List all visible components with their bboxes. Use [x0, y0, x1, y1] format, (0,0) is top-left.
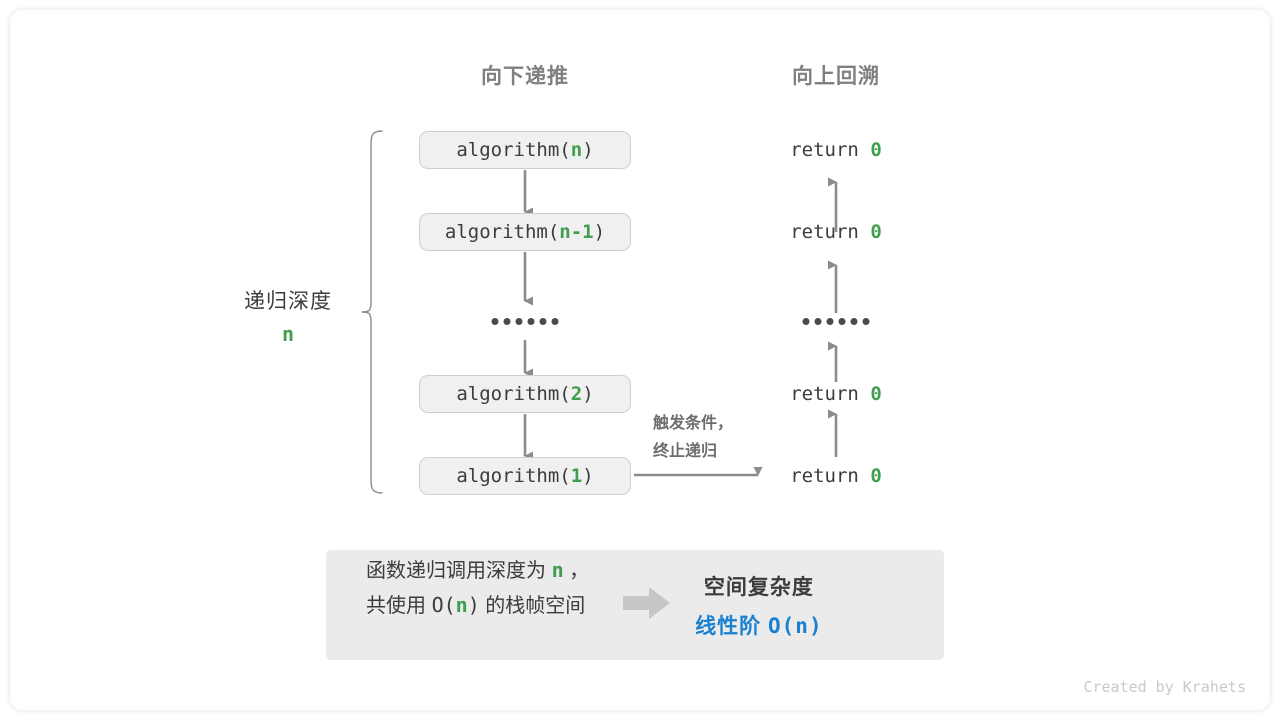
base-case-note-line2: 终止递归	[653, 443, 718, 460]
return-label-3: return 0	[790, 375, 882, 413]
call-stack-ellipsis	[491, 318, 559, 325]
block-arrow-right-icon	[623, 586, 671, 625]
call-box-prefix: algorithm(	[456, 139, 571, 161]
summary-line2-text-b: 的栈帧空间	[479, 595, 586, 617]
call-box-suffix: )	[593, 221, 606, 243]
heading-recurse-down: 向下递推	[481, 65, 569, 88]
summary-line2-text-a: 共使用	[366, 595, 432, 617]
recursion-depth-label: 递归深度 n	[244, 285, 332, 346]
depth-brace	[361, 130, 383, 494]
space-complexity-formula: O(n)	[768, 613, 823, 638]
return-keyword: return	[790, 139, 871, 161]
call-box-1: algorithm(1)	[419, 457, 631, 495]
return-keyword: return	[790, 221, 871, 243]
recursion-depth-value: n	[281, 322, 295, 346]
space-complexity-value: 线性阶 O(n)	[695, 610, 822, 640]
call-box-prefix: algorithm(	[456, 465, 571, 487]
return-value: 0	[870, 383, 882, 405]
call-box-prefix: algorithm(	[444, 221, 560, 243]
base-case-note-line1: 触发条件，	[653, 415, 734, 432]
call-box-suffix: )	[582, 465, 594, 487]
summary-line2-close: )	[467, 593, 480, 617]
call-box-suffix: )	[582, 383, 594, 405]
summary-line1-text-b: ，	[563, 560, 590, 582]
summary-description: 函数递归调用深度为 n ，共使用 O(n) 的栈帧空间	[366, 553, 589, 657]
call-box-arg: 1	[570, 465, 583, 487]
recursion-depth-text: 递归深度	[244, 290, 332, 313]
return-label-1: return 0	[790, 131, 882, 169]
call-box-arg: 2	[570, 383, 583, 405]
return-keyword: return	[790, 383, 871, 405]
call-box-n: algorithm(n)	[419, 131, 631, 169]
return-label-2: return 0	[790, 213, 882, 251]
call-box-arg: n	[570, 139, 583, 161]
call-box-suffix: )	[582, 139, 594, 161]
summary-line1-n: n	[551, 558, 564, 582]
diagram-card: 向下递推 向上回溯 algorithm(n) algorithm(n-1) al…	[10, 10, 1270, 710]
return-keyword: return	[790, 465, 871, 487]
return-value: 0	[870, 221, 882, 243]
return-column-ellipsis	[802, 318, 870, 325]
space-complexity-order: 线性阶	[695, 614, 769, 638]
return-label-4: return 0	[790, 457, 882, 495]
return-value: 0	[870, 465, 882, 487]
call-box-prefix: algorithm(	[456, 383, 571, 405]
summary-line2-n: n	[455, 593, 468, 617]
call-box-arg: n-1	[559, 221, 594, 243]
credit-text: Created by Krahets	[1083, 678, 1246, 696]
return-value: 0	[870, 139, 882, 161]
space-complexity-title: 空间复杂度	[703, 575, 814, 599]
summary-panel: 函数递归调用深度为 n ，共使用 O(n) 的栈帧空间 空间复杂度 线性阶 O(…	[326, 550, 944, 660]
heading-backtrack-up: 向上回溯	[792, 65, 880, 88]
summary-line1-text-a: 函数递归调用深度为	[366, 560, 552, 582]
summary-conclusion: 空间复杂度 线性阶 O(n)	[695, 571, 822, 640]
call-box-n-minus-1: algorithm(n-1)	[419, 213, 631, 251]
base-case-note: 触发条件， 终止递归	[653, 410, 733, 466]
summary-line2-o: O(	[431, 593, 456, 617]
call-box-2: algorithm(2)	[419, 375, 631, 413]
